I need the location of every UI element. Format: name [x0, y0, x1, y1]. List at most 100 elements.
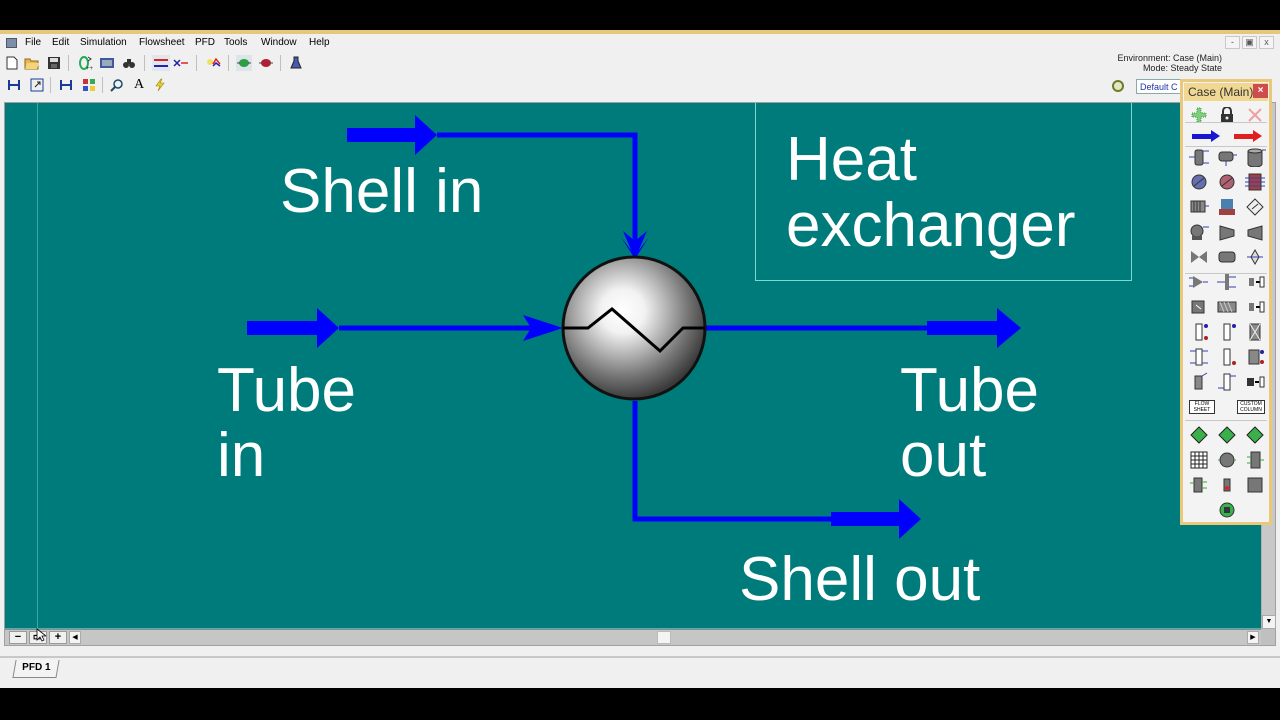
tank-valve-icon[interactable] — [1213, 144, 1241, 169]
minimize-button[interactable]: - — [1225, 36, 1240, 49]
column-condenser-icon[interactable] — [1241, 319, 1269, 344]
app-icon[interactable] — [6, 38, 17, 48]
short-cut-icon[interactable] — [1185, 369, 1213, 394]
color-icon[interactable] — [81, 77, 97, 93]
adjust-icon[interactable] — [1185, 422, 1213, 447]
menu-simulation[interactable]: Simulation — [80, 37, 127, 48]
horizontal-scrollbar[interactable]: − ▭ + ◀ ▶ — [5, 629, 1261, 645]
pfd-canvas[interactable]: Shell in Tube in Tube out Shell out Heat… — [5, 103, 1261, 629]
sub-flowsheet-icon[interactable] — [1241, 369, 1269, 394]
flask-icon[interactable] — [288, 55, 304, 71]
menu-help[interactable]: Help — [309, 37, 330, 48]
lightbulb-icon[interactable] — [205, 55, 221, 71]
menu-window[interactable]: Window — [261, 37, 297, 48]
mixer-icon[interactable] — [1185, 269, 1213, 294]
cooler-icon[interactable] — [1185, 169, 1213, 194]
recycle-icon[interactable] — [1241, 422, 1269, 447]
reboiled-absorber-icon[interactable] — [1213, 344, 1241, 369]
restore-button[interactable]: ▣ — [1242, 36, 1257, 49]
balance-icon[interactable] — [1213, 447, 1241, 472]
add-icon[interactable] — [1185, 102, 1213, 127]
solver-green-icon[interactable] — [236, 55, 252, 71]
toolbar-separator — [280, 55, 281, 71]
set-icon[interactable] — [1213, 422, 1241, 447]
new-icon[interactable] — [4, 55, 20, 71]
column-reboiler-icon[interactable] — [1213, 319, 1241, 344]
scroll-thumb[interactable] — [657, 631, 671, 644]
plug-flow-icon[interactable] — [1213, 294, 1241, 319]
shell-out-stream[interactable] — [632, 401, 921, 539]
text-icon[interactable]: A — [133, 77, 145, 92]
shell-in-stream[interactable] — [347, 115, 649, 259]
three-phase-icon[interactable] — [1241, 344, 1269, 369]
open-icon[interactable] — [24, 55, 40, 71]
palette-close-button[interactable]: × — [1253, 84, 1268, 98]
delete-icon[interactable] — [1241, 102, 1269, 127]
scroll-left-button[interactable]: ◀ — [69, 631, 81, 644]
palette-title[interactable]: Case (Main) — [1184, 83, 1268, 101]
workbook-icon[interactable] — [99, 55, 115, 71]
material-stream-icon[interactable] — [1185, 123, 1227, 148]
menu-flowsheet[interactable]: Flowsheet — [139, 37, 185, 48]
heat-exchanger-unit[interactable] — [561, 255, 707, 401]
transfer-icon[interactable] — [1213, 472, 1241, 497]
tube-in-stream[interactable] — [247, 308, 563, 348]
lightning-icon[interactable] — [152, 77, 168, 93]
expander-icon[interactable] — [1241, 219, 1269, 244]
menu-edit[interactable]: Edit — [52, 37, 70, 48]
cause-effect-icon[interactable] — [1241, 472, 1269, 497]
air-cooler-icon[interactable] — [1185, 194, 1213, 219]
zoom-out-button[interactable]: − — [9, 631, 27, 644]
zoom-window-icon[interactable] — [29, 77, 45, 93]
align-icon[interactable] — [58, 77, 74, 93]
save-icon[interactable] — [46, 55, 62, 71]
cstr-icon[interactable] — [1213, 244, 1241, 269]
palette-unit-ops — [1185, 144, 1269, 394]
pid-controller-icon[interactable] — [1241, 447, 1269, 472]
gibbs-reactor-icon[interactable] — [1185, 294, 1213, 319]
solver-red-icon[interactable] — [258, 55, 274, 71]
solver-icon[interactable]: ++ — [77, 55, 93, 71]
refresh-icon[interactable] — [1112, 80, 1124, 92]
tank-icon[interactable] — [1241, 144, 1269, 169]
heat-exchanger-icon[interactable] — [1241, 169, 1269, 194]
scroll-down-button[interactable]: ▼ — [1262, 615, 1276, 629]
close-button[interactable]: x — [1259, 36, 1274, 49]
fit-icon[interactable] — [6, 77, 22, 93]
refluxed-absorber-icon[interactable] — [1213, 369, 1241, 394]
relief-valve-icon[interactable] — [1241, 244, 1269, 269]
selector-icon[interactable] — [1185, 472, 1213, 497]
heater-icon[interactable] — [1213, 169, 1241, 194]
splitter-icon[interactable] — [1241, 269, 1269, 294]
tab-pfd-1[interactable]: PFD 1 — [12, 660, 60, 678]
menu-bar: File Edit Simulation Flowsheet PFD Tools… — [0, 34, 1280, 52]
stream-icon[interactable] — [152, 55, 170, 71]
column-icon[interactable] — [1185, 319, 1213, 344]
pump-icon[interactable] — [1185, 219, 1213, 244]
title-textbox[interactable]: Heat exchanger — [755, 103, 1132, 281]
lng-icon[interactable] — [1241, 194, 1269, 219]
custom-column-button[interactable]: CUSTOM COLUMN — [1237, 400, 1265, 414]
zoom-in-button[interactable]: + — [49, 631, 67, 644]
scroll-right-button[interactable]: ▶ — [1247, 631, 1259, 644]
separator-icon[interactable] — [1185, 144, 1213, 169]
absorber-icon[interactable] — [1185, 344, 1213, 369]
binoculars-icon[interactable] — [121, 55, 137, 71]
flowsheet-button[interactable]: FLOW SHEET — [1189, 400, 1215, 414]
tube-out-stream[interactable] — [703, 308, 1021, 348]
pfd-selector[interactable]: Default C — [1136, 79, 1186, 94]
component-splitter-icon[interactable] — [1241, 294, 1269, 319]
menu-pfd[interactable]: PFD — [195, 37, 215, 48]
stream-cross-icon[interactable] — [173, 55, 189, 71]
valve-icon[interactable] — [1185, 244, 1213, 269]
spreadsheet-icon[interactable] — [1185, 447, 1213, 472]
menu-tools[interactable]: Tools — [224, 37, 248, 48]
magnify-icon[interactable] — [109, 77, 125, 93]
digital-point-icon[interactable] — [1213, 497, 1241, 522]
energy-stream-icon[interactable] — [1227, 123, 1269, 148]
tee-icon[interactable] — [1213, 269, 1241, 294]
menu-file[interactable]: File — [25, 37, 42, 48]
reactor-icon[interactable] — [1213, 194, 1241, 219]
compressor-icon[interactable] — [1213, 219, 1241, 244]
lock-icon[interactable] — [1213, 102, 1241, 127]
